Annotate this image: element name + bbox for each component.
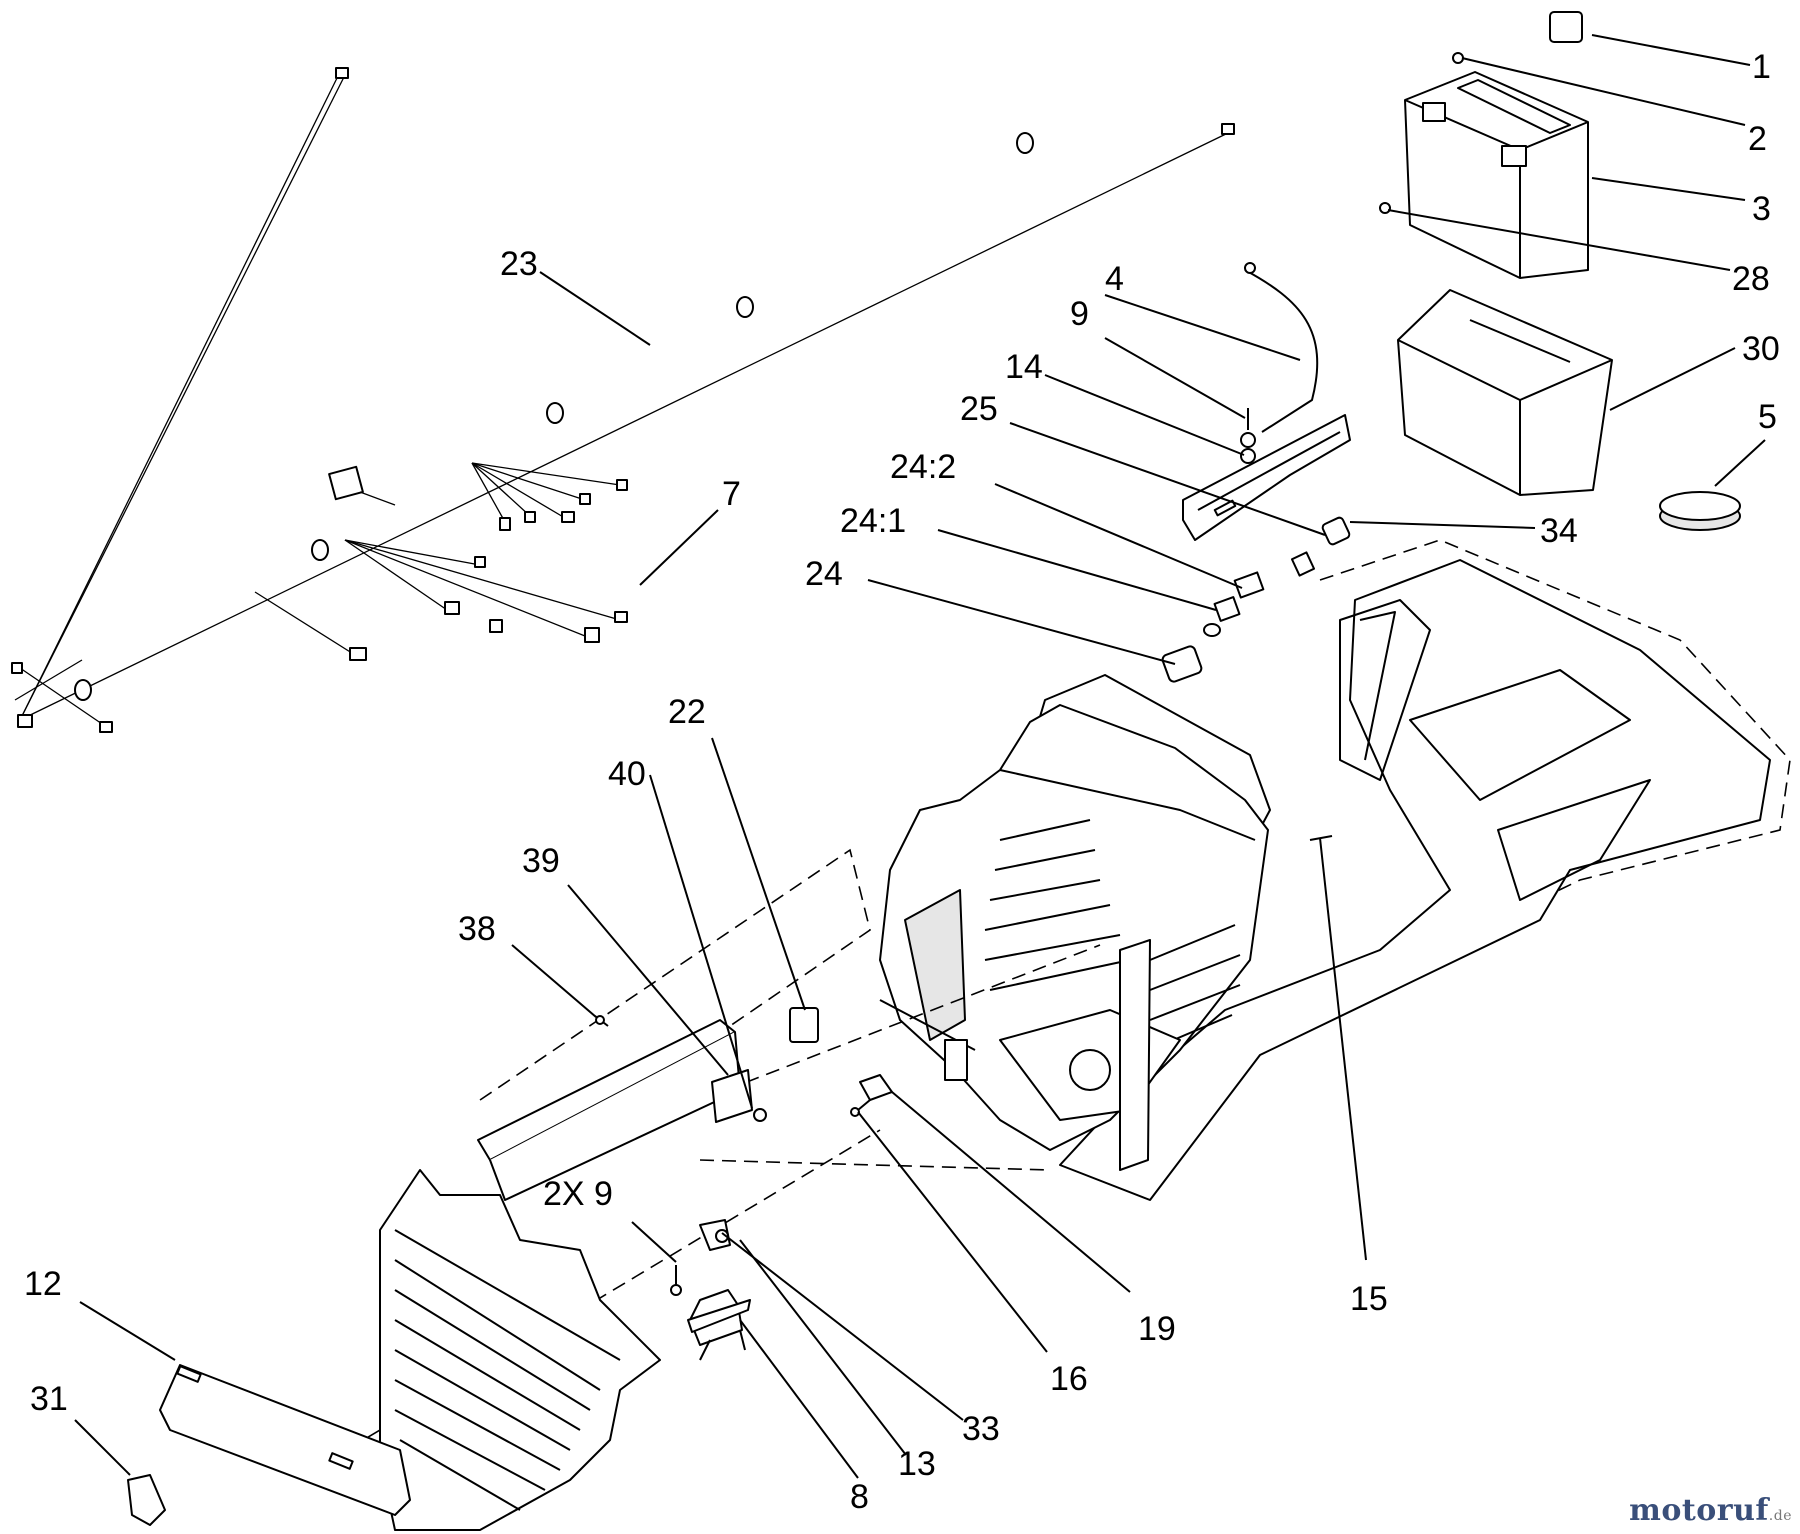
callout-3: 3 <box>1752 190 1771 228</box>
callout-23: 23 <box>500 245 538 283</box>
callout-9: 9 <box>1070 295 1089 333</box>
callout-28: 28 <box>1732 260 1770 298</box>
callout-39: 39 <box>522 842 560 880</box>
callout-19: 19 <box>1138 1310 1176 1348</box>
chassis-frame <box>329 539 1791 1461</box>
solenoid-group <box>670 1219 751 1361</box>
callout-33: 33 <box>962 1410 1000 1448</box>
callout-25: 25 <box>960 390 998 428</box>
callout-12: 12 <box>24 1265 62 1303</box>
callout-38: 38 <box>458 910 496 948</box>
watermark-brand: motoruf <box>1629 1493 1769 1528</box>
callout-24-2: 24:2 <box>890 448 956 486</box>
callout-1: 1 <box>1752 48 1771 86</box>
callout-16: 16 <box>1050 1360 1088 1398</box>
leader-lines <box>74 34 1766 1479</box>
callout-22: 22 <box>668 693 706 731</box>
callout-5: 5 <box>1758 398 1777 436</box>
callout-labels: 1 2 3 28 4 9 14 30 5 25 24:2 24:1 24 34 … <box>24 48 1780 1516</box>
callout-34: 34 <box>1540 512 1578 550</box>
callout-7: 7 <box>722 475 741 513</box>
callout-14: 14 <box>1005 348 1043 386</box>
callout-13: 13 <box>898 1445 936 1483</box>
callout-8: 8 <box>850 1478 869 1516</box>
battery-assembly <box>1379 11 1741 531</box>
callout-4: 4 <box>1105 260 1124 298</box>
cable-bracket-group <box>1182 262 1351 541</box>
callout-2x9: 2X 9 <box>543 1175 613 1213</box>
callout-2: 2 <box>1748 120 1767 158</box>
callout-15: 15 <box>1350 1280 1388 1318</box>
wiring-harness <box>11 67 1235 733</box>
watermark-tld: .de <box>1768 1508 1792 1524</box>
callout-24: 24 <box>805 555 843 593</box>
hood-group <box>127 1169 661 1531</box>
front-bracket-group <box>477 835 1333 1201</box>
watermark-logo: motoruf.de <box>1629 1493 1792 1528</box>
ignition-switch-group <box>1161 516 1351 683</box>
callout-24-1: 24:1 <box>840 502 906 540</box>
callout-31: 31 <box>30 1380 68 1418</box>
callout-40: 40 <box>608 755 646 793</box>
callout-30: 30 <box>1742 330 1780 368</box>
